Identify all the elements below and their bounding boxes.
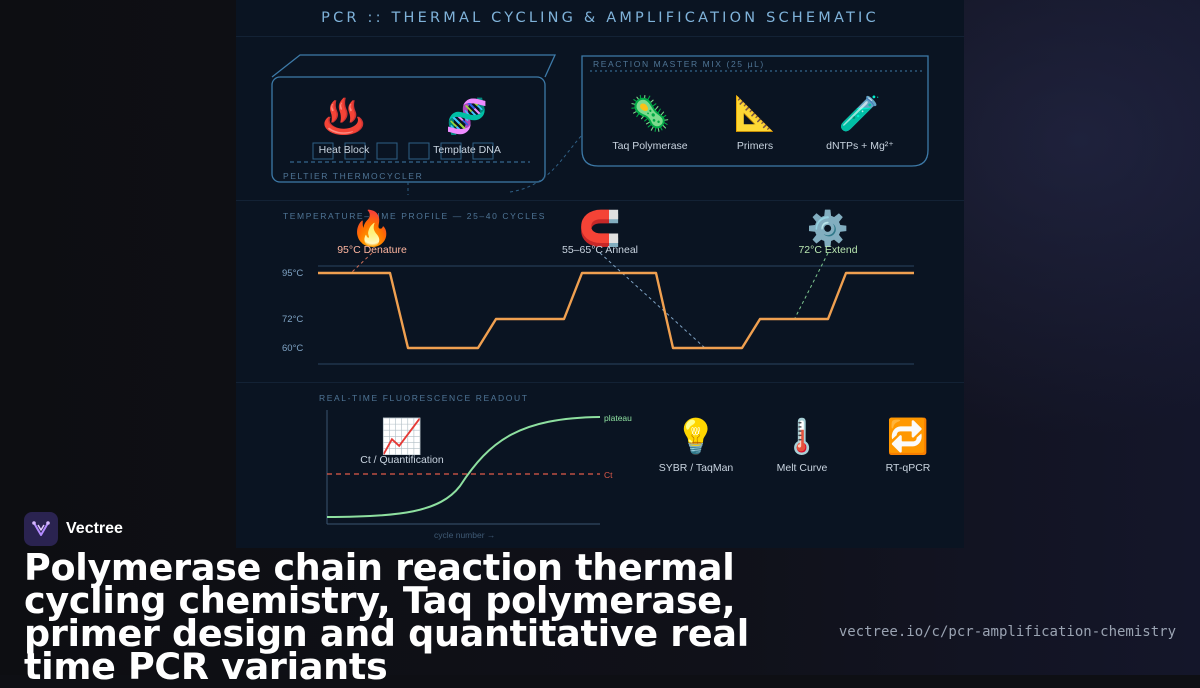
section-divider-1 [236,200,964,201]
ct-quantification-label: Ct / Quantification [360,454,444,466]
denature-leader [351,252,373,273]
repeat-icon: 🔁 [886,417,930,457]
extend-leader [794,252,829,319]
title-divider [236,36,964,37]
brand-name: Vectree [66,520,123,537]
template-dna-label: Template DNA [433,144,501,156]
amplification-curve [326,416,601,518]
sample-wells [312,142,494,160]
thermometer-icon: 🌡️ [780,417,824,457]
rt-qpcr-label: RT-qPCR [885,462,931,474]
vectree-logo-icon [24,512,58,546]
chart-increasing-icon: 📈 [380,417,424,457]
brand[interactable]: Vectree [24,512,123,546]
microbe-icon: 🦠 [628,94,672,134]
page-title: PCR :: THERMAL CYCLING & AMPLIFICATION S… [321,10,879,26]
connector-line [509,134,583,193]
taq-polymerase-label: Taq Polymerase [612,140,688,152]
master-mix-box [581,55,929,167]
primers-label: Primers [736,140,774,152]
page-url[interactable]: vectree.io/c/pcr-amplification-chemistry [838,624,1176,640]
ct-label: Ct [604,470,613,480]
master-mix-caption: REACTION MASTER MIX (25 µL) [593,59,765,69]
heat-block-icon: ♨️ [322,97,366,137]
fluorescence-caption: REAL-TIME FLUORESCENCE READOUT [319,393,529,403]
plateau-label: plateau [604,413,632,423]
magnet-icon: 🧲 [578,209,622,249]
heat-block-label: Heat Block [318,144,370,156]
y-tick-95: 95°C [282,268,304,279]
anneal-label: 55–65°C Anneal [561,244,639,256]
fire-icon: 🔥 [350,209,394,249]
denature-label: 95°C Denature [337,244,407,256]
test-tube-icon: 🧪 [838,94,882,134]
anneal-leader [599,252,706,349]
dntps-label: dNTPs + Mg²⁺ [826,140,894,152]
melt-curve-label: Melt Curve [776,462,828,474]
headline: Polymerase chain reaction thermal cyclin… [24,546,749,688]
profile-caption: TEMPERATURE–TIME PROFILE — 25–40 CYCLES [283,211,546,221]
cycle-number-label: cycle number → [434,530,496,540]
extend-label: 72°C Extend [798,244,858,256]
y-tick-60: 60°C [282,343,304,354]
sybr-taqman-label: SYBR / TaqMan [658,462,734,474]
y-tick-72: 72°C [282,314,304,325]
light-bulb-icon: 💡 [674,417,718,457]
thermocycler-caption: PELTIER THERMOCYCLER [283,171,424,181]
dna-icon: 🧬 [445,97,489,137]
section-divider-2 [236,382,964,383]
triangle-ruler-icon: 📐 [733,94,777,134]
temperature-profile-line [318,271,914,350]
schematic-svg [271,54,929,525]
gear-icon: ⚙️ [806,209,850,249]
